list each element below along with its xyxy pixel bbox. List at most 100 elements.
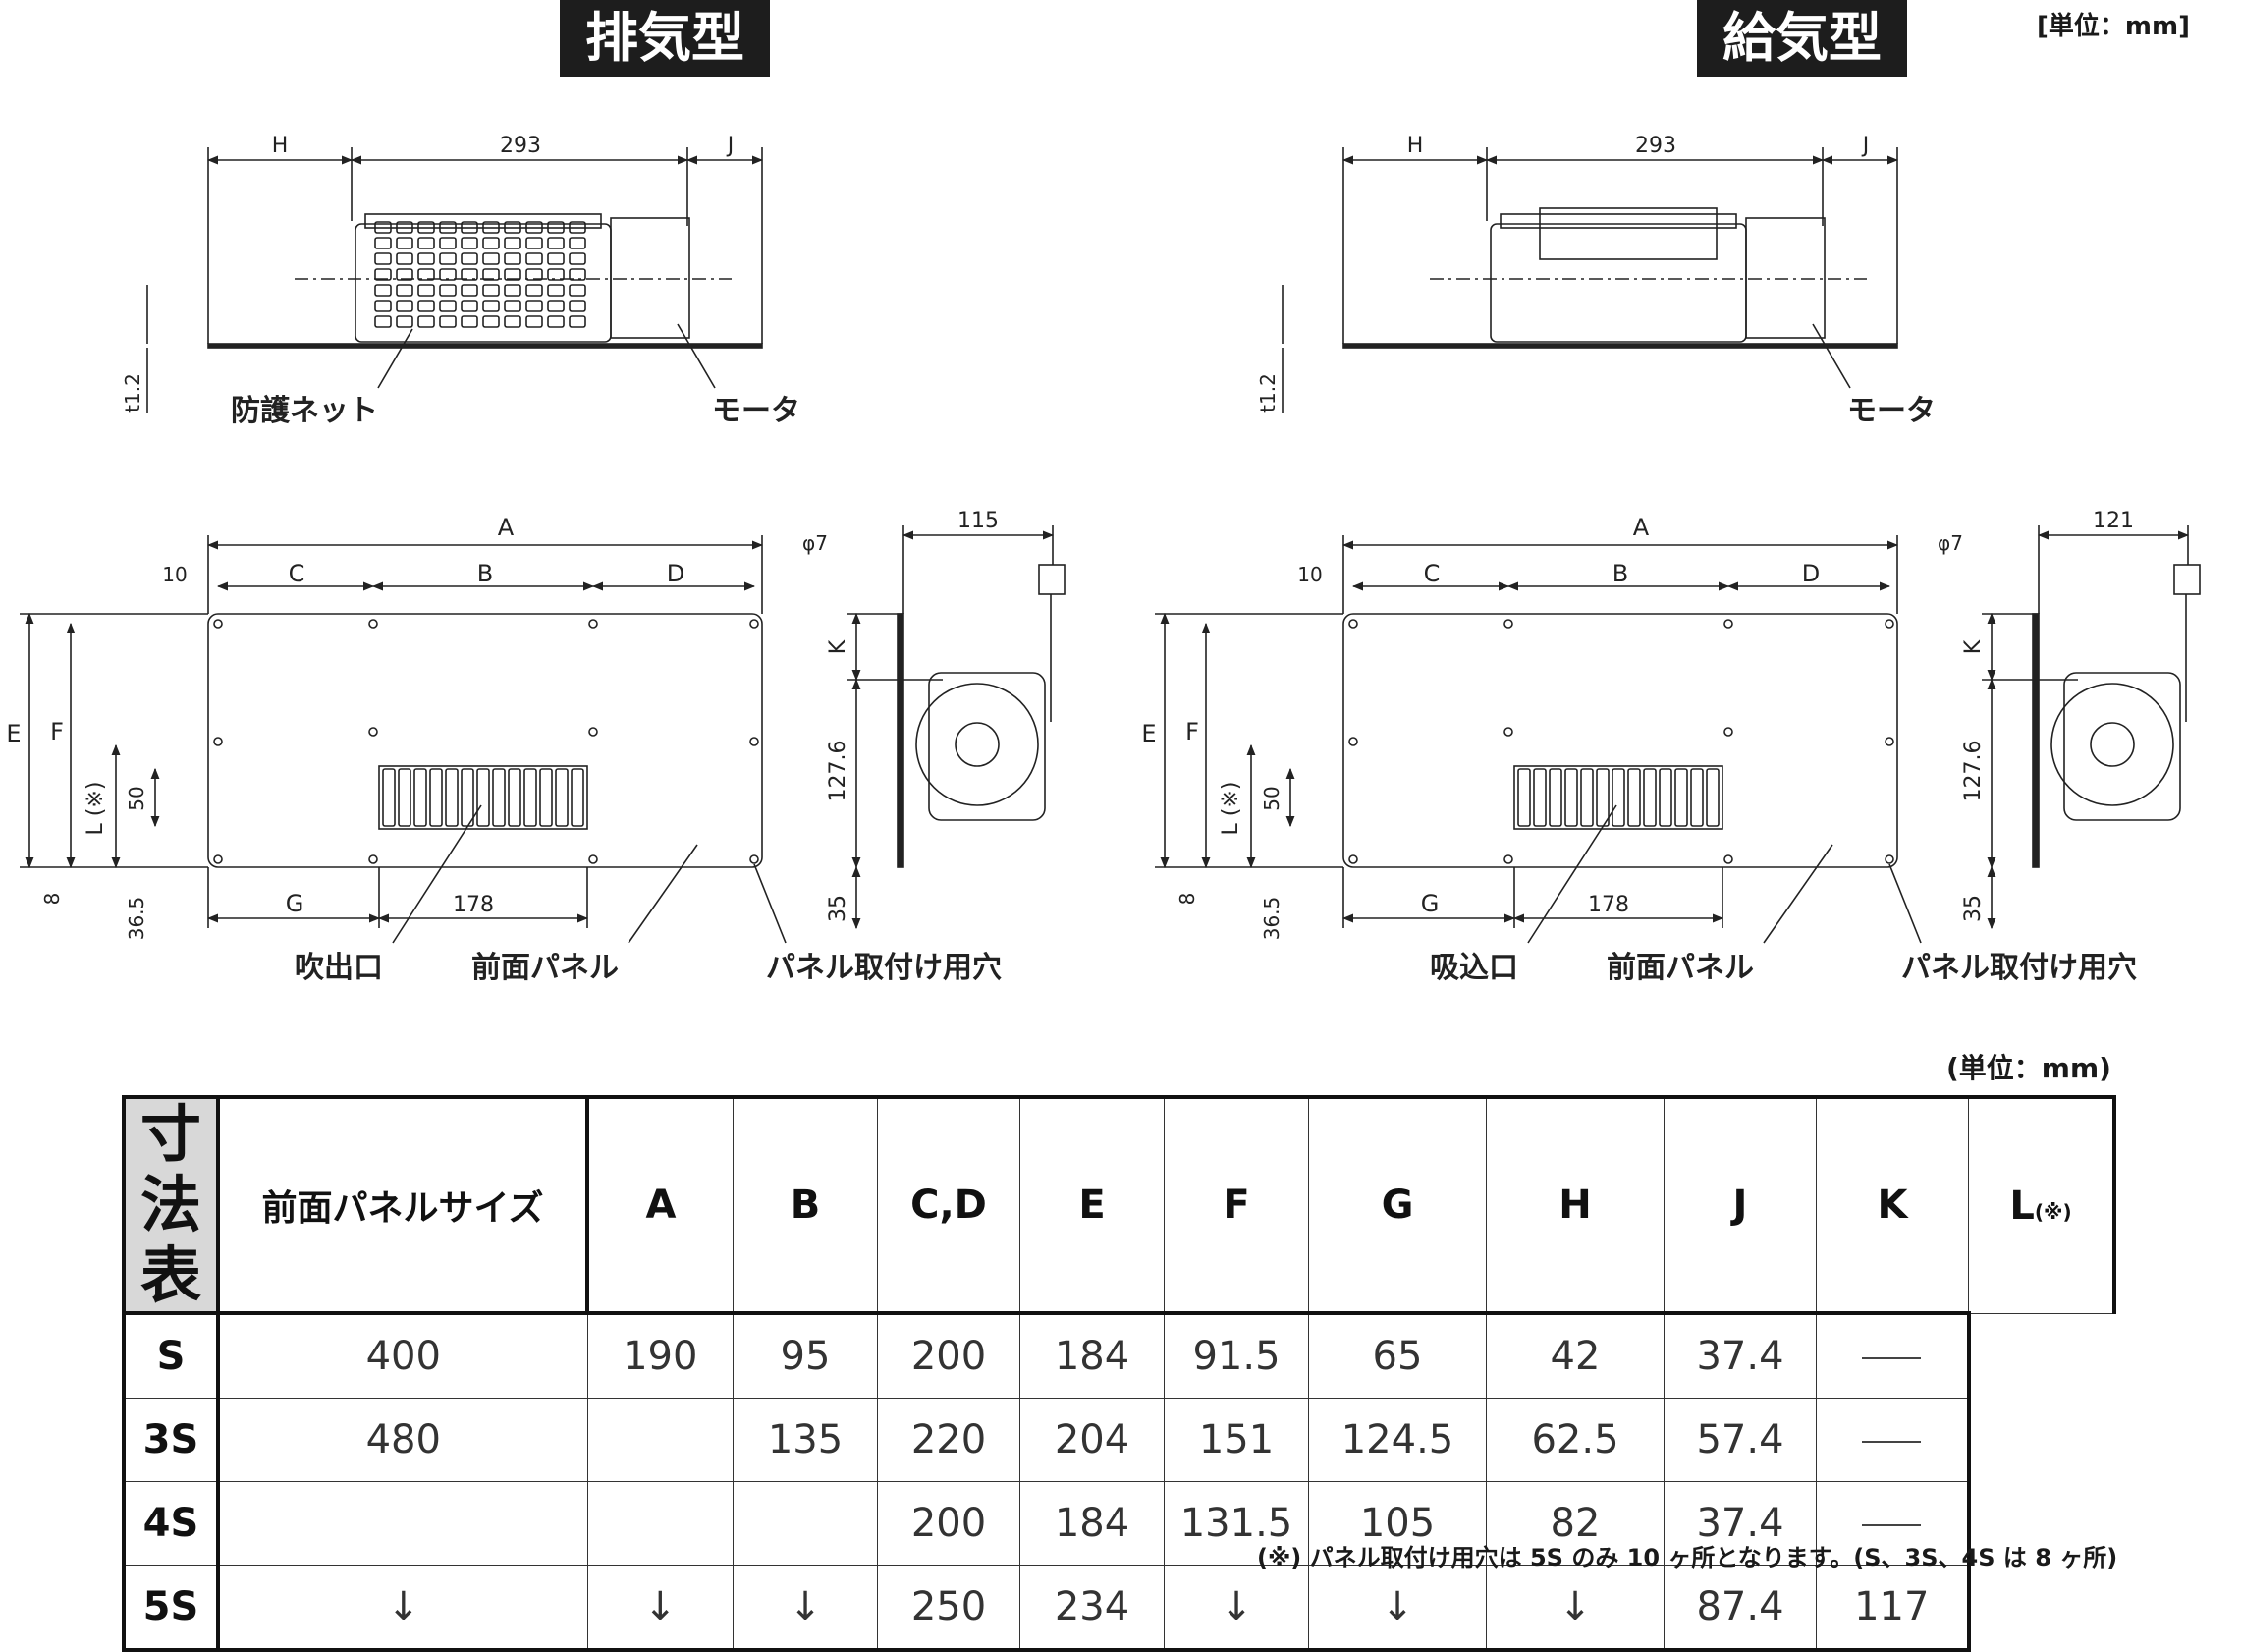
table-cell: 200 (877, 1311, 1020, 1399)
leader-outlet (392, 804, 482, 944)
motor-outline (915, 683, 1039, 806)
leader-outlet (1527, 804, 1617, 944)
grille-slot (1580, 768, 1594, 827)
table-cell: 151 (1164, 1398, 1309, 1482)
mounting-hole (588, 619, 598, 629)
net-cell (461, 284, 478, 297)
net-cell (439, 237, 457, 249)
net-cell (374, 300, 392, 312)
net-cell (569, 284, 586, 297)
net-cell (439, 252, 457, 265)
grille-slot (1612, 768, 1625, 827)
table-cell: 190 (586, 1311, 734, 1399)
motor-housing (610, 217, 690, 339)
label-h: H (272, 134, 289, 158)
label-f: F (50, 718, 64, 745)
mounting-hole (1885, 619, 1894, 629)
table-cell: 105 (1308, 1481, 1487, 1566)
front-panel (207, 613, 763, 868)
label-178: 178 (453, 893, 494, 917)
label-phi7: φ7 (1938, 531, 1963, 555)
net-cell (396, 268, 413, 281)
grille-slot (555, 768, 569, 827)
net-cell (374, 268, 392, 281)
grille-slot (508, 768, 521, 827)
label-a: A (498, 514, 515, 541)
side-panel (2032, 613, 2040, 868)
net-cell (547, 237, 565, 249)
supply-title: 給気型 (1697, 0, 1907, 77)
label-g: G (1421, 890, 1440, 917)
mounting-hole (213, 737, 223, 746)
table-cell: 62.5 (1486, 1398, 1665, 1482)
exhaust-title: 排気型 (560, 0, 770, 77)
grille-slot (1517, 768, 1531, 827)
panel-plate (207, 343, 763, 349)
grille-slot (539, 768, 553, 827)
net-cell (417, 315, 435, 328)
net-cell (504, 300, 521, 312)
front-panel (1342, 613, 1898, 868)
dimension-table-unit: (単位：mm) (1946, 1052, 2111, 1084)
net-cell (439, 315, 457, 328)
label-8: 8 (1175, 893, 1199, 906)
grille-slot (1659, 768, 1672, 827)
label-g: G (286, 890, 304, 917)
table-cell: 91.5 (1164, 1311, 1309, 1399)
header-j: J (1664, 1095, 1817, 1314)
label-outlet: 吹出口 (295, 951, 383, 985)
table-cell: 250 (877, 1565, 1020, 1652)
motor-outline (2050, 683, 2174, 806)
header-l-note: (※) (2034, 1199, 2072, 1224)
label-h: H (1407, 134, 1424, 158)
net-cell (525, 252, 543, 265)
net-cell (374, 252, 392, 265)
label-phi7: φ7 (802, 531, 828, 555)
leader-hole (753, 863, 787, 944)
net-cell (547, 300, 565, 312)
connector (2173, 564, 2201, 595)
net-cell (525, 284, 543, 297)
grille-slot (1627, 768, 1641, 827)
mounting-hole (1723, 619, 1733, 629)
table-cell (586, 1481, 734, 1566)
row-size-label: 3S (122, 1398, 219, 1482)
table-cell: 124.5 (1308, 1398, 1487, 1482)
net-cell (374, 315, 392, 328)
side-char-3: 表 (139, 1239, 201, 1311)
label-f: F (1185, 718, 1199, 745)
net-cell (569, 300, 586, 312)
dash-mark (1862, 1524, 1922, 1526)
label-hole: パネル取付け用穴 (1901, 951, 2137, 985)
row-size-label: S (122, 1311, 219, 1399)
net-cell (547, 315, 565, 328)
mounting-hole (1885, 854, 1894, 864)
table-cell: 87.4 (1664, 1565, 1817, 1652)
net-cell (374, 221, 392, 234)
label-c: C (289, 560, 305, 587)
unit-label-top: [単位：mm] (2037, 12, 2190, 41)
net-cell (569, 221, 586, 234)
net-cell (482, 252, 500, 265)
label-1276: 127.6 (826, 741, 850, 802)
mounting-hole (368, 619, 378, 629)
label-d: D (1802, 560, 1820, 587)
label-293: 293 (1635, 134, 1676, 158)
net-cell (525, 315, 543, 328)
table-cell: 204 (1019, 1398, 1165, 1482)
net-cell (482, 315, 500, 328)
net-cell (417, 221, 435, 234)
panel-plate (1342, 343, 1898, 349)
row-size-label: 4S (122, 1481, 219, 1566)
net-cell (569, 252, 586, 265)
net-cell (374, 284, 392, 297)
table-cell: 95 (733, 1311, 878, 1399)
net-cell (482, 221, 500, 234)
grille-slot (1706, 768, 1720, 827)
table-cell: 117 (1816, 1565, 1971, 1652)
grille-slot (1596, 768, 1610, 827)
label-b: B (477, 560, 493, 587)
mounting-hole (1348, 737, 1358, 746)
net-cell (461, 300, 478, 312)
